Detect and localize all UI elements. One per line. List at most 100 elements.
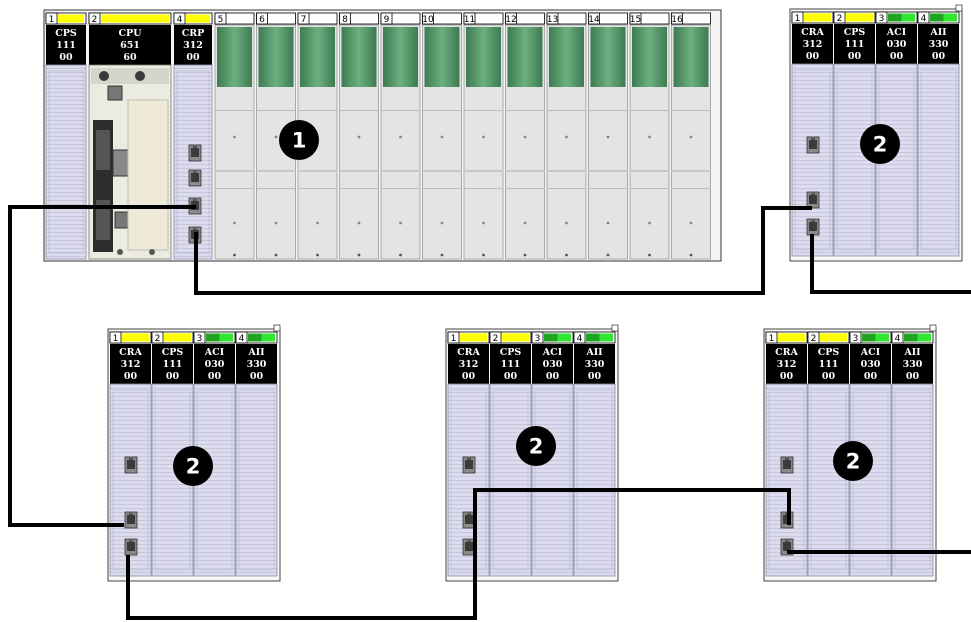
module-name: CPU <box>119 28 143 39</box>
slot-number-label: 2 <box>837 14 843 24</box>
module-name: AII <box>929 27 947 38</box>
slot-label: 4 <box>173 12 213 25</box>
module-version: 00 <box>806 51 820 62</box>
module-model: 030 <box>887 39 907 50</box>
module-name: CPS <box>818 347 840 358</box>
slot-label: 13 <box>546 12 587 25</box>
empty-slot <box>505 24 545 260</box>
status-led <box>460 333 487 342</box>
module-model: 111 <box>163 359 183 370</box>
slot-label: 1 <box>765 331 808 344</box>
slot-label: 2 <box>88 12 172 25</box>
slot-number-label: 2 <box>155 334 161 344</box>
module-model: 330 <box>929 39 949 50</box>
module-version: 00 <box>546 371 560 382</box>
empty-slot <box>463 24 504 260</box>
slot-number-label: 1 <box>451 334 457 344</box>
status-led <box>820 333 847 342</box>
status-led <box>58 14 84 23</box>
slot-label: 3 <box>193 331 236 344</box>
cable-crp-to-drop-topright <box>194 206 812 295</box>
module-model: 312 <box>803 39 823 50</box>
slot-label: 14 <box>588 12 628 25</box>
slot-number-label: 4 <box>239 334 245 344</box>
module-name: CPS <box>162 347 184 358</box>
module-version: 00 <box>462 371 476 382</box>
module-name: CRP <box>182 28 205 39</box>
status-led <box>122 333 149 342</box>
slot-label: 7 <box>297 12 338 25</box>
callout-number: 2 <box>846 450 861 474</box>
module-model: 312 <box>121 359 141 370</box>
cable-left-to-center <box>126 488 791 620</box>
empty-slot <box>629 24 670 260</box>
slot-label: 3 <box>875 11 918 24</box>
slot-number-label: 9 <box>384 15 390 25</box>
slot-number-label: 11 <box>464 15 475 25</box>
module-name: CRA <box>457 347 480 358</box>
slot-label: 1 <box>109 331 152 344</box>
slot-number-label: 12 <box>505 15 516 25</box>
module-version: 00 <box>932 51 946 62</box>
callout-remote-drop-top-right: 2 <box>860 124 900 164</box>
slot-number-label: 1 <box>795 14 801 24</box>
slot-label: 1 <box>45 12 87 25</box>
ethernet-port <box>462 456 476 474</box>
ethernet-port <box>780 456 794 474</box>
module-model: 330 <box>903 359 923 370</box>
empty-slot <box>588 24 628 260</box>
cable-topright-out <box>810 234 971 294</box>
status-led <box>186 14 210 23</box>
empty-slot <box>214 24 255 260</box>
slot-number-label: 1 <box>49 15 55 25</box>
callout-remote-drop-bottom-left: 2 <box>173 446 213 486</box>
slot-number-label: 4 <box>895 334 901 344</box>
module-model: 651 <box>120 40 140 51</box>
module-model: 312 <box>459 359 479 370</box>
module-name: AII <box>903 347 921 358</box>
module-model: 030 <box>205 359 225 370</box>
slot-label: 1 <box>447 331 490 344</box>
slot-number-label: 10 <box>422 15 434 25</box>
ethernet-port <box>124 511 138 529</box>
slot-number-label: 5 <box>218 15 224 25</box>
module-model: 330 <box>247 359 267 370</box>
ethernet-cables <box>8 205 971 620</box>
status-led <box>804 13 831 22</box>
status-led <box>164 333 191 342</box>
ethernet-port <box>806 136 820 154</box>
slot-label: 1 <box>791 11 834 24</box>
module-model: 030 <box>543 359 563 370</box>
status-led <box>502 333 529 342</box>
module-version: 00 <box>588 371 602 382</box>
slot-label: 9 <box>380 12 421 25</box>
slot-label: 10 <box>422 12 462 25</box>
slot-label: 4 <box>917 11 960 24</box>
module-version: 00 <box>906 371 920 382</box>
slot-number-label: 8 <box>342 15 348 25</box>
module-name: CPS <box>55 28 77 39</box>
slot-label: 11 <box>463 12 504 25</box>
callout-number: 1 <box>292 129 307 153</box>
ethernet-port <box>806 191 820 209</box>
slot-number-label: 15 <box>630 15 641 25</box>
module-model: 312 <box>183 40 203 51</box>
slot-label: 15 <box>629 12 670 25</box>
slot-label: 2 <box>807 331 850 344</box>
module-model: 030 <box>861 359 881 370</box>
module-version: 00 <box>59 52 73 63</box>
slot-number-label: 14 <box>588 15 600 25</box>
module-version: 00 <box>848 51 862 62</box>
slot-number-label: 1 <box>113 334 119 344</box>
module-version: 00 <box>822 371 836 382</box>
slot-label: 3 <box>531 331 574 344</box>
